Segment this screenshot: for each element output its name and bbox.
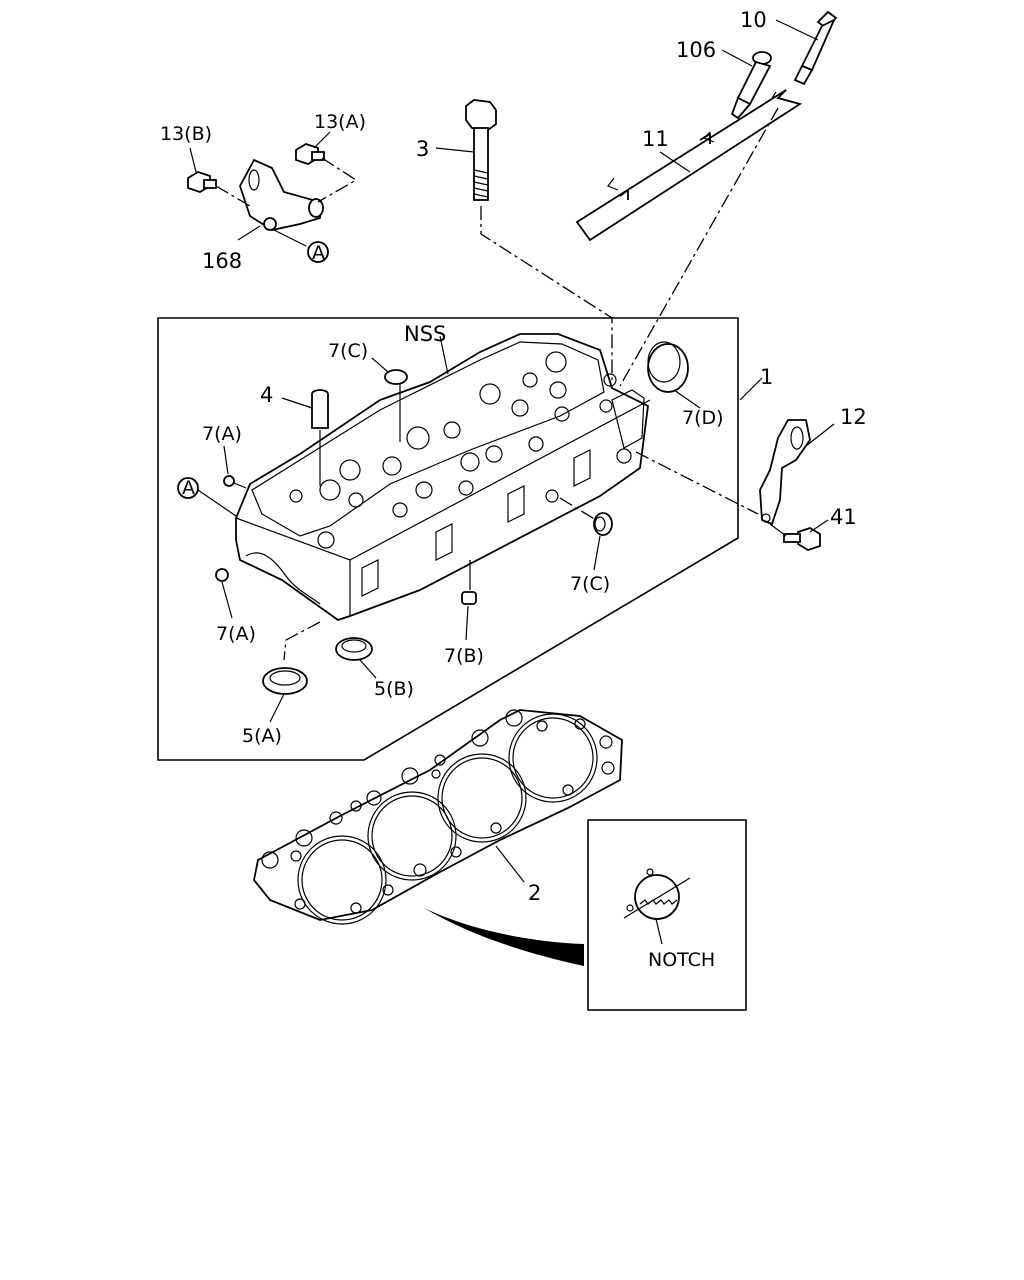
label-nss: NSS	[404, 322, 446, 346]
notch-detail-pointer	[424, 908, 584, 966]
leader-2	[495, 845, 525, 883]
label-13a: 13(A)	[314, 111, 366, 133]
engine-hanger-12	[759, 419, 811, 526]
head-bolt	[465, 99, 497, 201]
leader-13b	[189, 147, 197, 173]
leader-notch	[655, 918, 663, 945]
leader-7c-right	[593, 535, 601, 571]
label-7a-upper: 7(A)	[202, 423, 242, 445]
leader-3	[435, 147, 475, 153]
dowel-7b	[461, 591, 477, 605]
leader-13a	[313, 131, 331, 149]
label-notch: NOTCH	[648, 949, 715, 971]
glow-plug-connector-plate	[575, 89, 803, 242]
label-11: 11	[642, 127, 669, 151]
label-10: 10	[740, 8, 767, 32]
label-7a-lower: 7(A)	[216, 623, 256, 645]
leader-12	[805, 423, 835, 447]
label-41: 41	[830, 505, 857, 529]
leader-4	[281, 397, 313, 409]
label-7d: 7(D)	[682, 407, 724, 429]
seal-5a	[262, 667, 308, 695]
seal-7a-upper	[223, 475, 235, 487]
leader-5a	[269, 693, 285, 723]
bolt-3-centerline	[480, 206, 613, 380]
ref-a-marker-top	[307, 241, 329, 263]
leader-168	[237, 225, 261, 241]
label-106: 106	[676, 38, 716, 62]
leader-7a-upper	[223, 445, 229, 475]
label-2: 2	[528, 881, 541, 905]
bolt-13b	[187, 171, 217, 193]
bolt-13a	[295, 143, 325, 165]
notch-detail-box	[587, 819, 747, 1011]
label-5b: 5(B)	[374, 678, 414, 700]
seal-7c-right	[593, 512, 613, 536]
label-1: 1	[760, 365, 773, 389]
ref-a-label-mid: A	[182, 477, 195, 499]
label-4: 4	[260, 383, 273, 407]
leader-7a-lower	[221, 581, 233, 619]
label-168: 168	[202, 249, 242, 273]
glow-plug	[793, 10, 838, 86]
label-7b: 7(B)	[444, 645, 484, 667]
head-gasket	[253, 709, 623, 925]
leader-7c-top	[371, 357, 389, 373]
valve-guide-4	[311, 389, 329, 429]
label-7c-top: 7(C)	[328, 340, 368, 362]
leader-106	[721, 49, 753, 67]
label-5a: 5(A)	[242, 725, 282, 747]
cylinder-head	[235, 333, 651, 621]
label-13b: 13(B)	[160, 123, 212, 145]
leader-5b	[359, 659, 377, 679]
leader-nss	[439, 335, 449, 375]
engine-bracket	[239, 158, 324, 231]
leader-11	[659, 151, 691, 173]
bolt-41	[783, 527, 821, 551]
notch-detail-drawing	[623, 868, 691, 920]
expansion-plug-7d	[647, 341, 689, 393]
assembly-boundary	[157, 317, 739, 761]
seal-5b	[335, 637, 373, 661]
ref-a-label-top: A	[312, 242, 325, 264]
label-12: 12	[840, 405, 867, 429]
leader-1	[739, 377, 763, 401]
leader-41	[809, 519, 829, 533]
leader-7d	[673, 389, 701, 409]
label-3: 3	[416, 137, 429, 161]
ref-a-marker-mid	[177, 477, 199, 499]
nozzle	[730, 51, 772, 120]
seal-7a-lower	[215, 568, 229, 582]
leader-7b	[465, 605, 469, 641]
label-7c-right: 7(C)	[570, 573, 610, 595]
seal-7c-top	[384, 369, 408, 385]
leader-10	[775, 19, 819, 41]
